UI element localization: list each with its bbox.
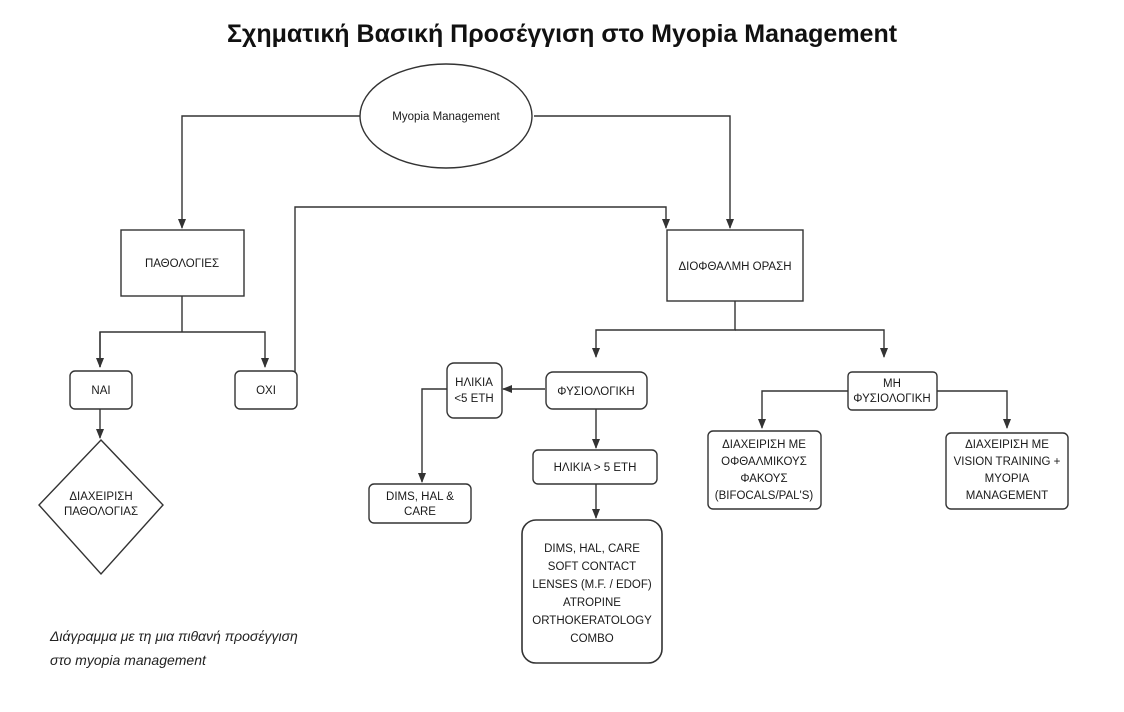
node-refractive: ΔΙΟΦΘΑΛΜΗ ΟΡΑΣΗ xyxy=(666,229,804,302)
svg-text:CARE: CARE xyxy=(404,506,436,518)
svg-text:ΟΦΘΑΛΜΙΚΟΥΣ: ΟΦΘΑΛΜΙΚΟΥΣ xyxy=(721,456,807,468)
svg-text:COMBO: COMBO xyxy=(570,633,614,645)
node-yes: ΝΑΙ xyxy=(69,370,133,410)
node-root-label: Myopia Management xyxy=(392,111,500,123)
node-ophthalmic-lenses: ΔΙΑΧΕΙΡΙΣΗ ΜΕ ΟΦΘΑΛΜΙΚΟΥΣ ΦΑΚΟΥΣ (BIFOCA… xyxy=(707,430,822,510)
svg-text:ΠΑΘΟΛΟΓΙΑΣ: ΠΑΘΟΛΟΓΙΑΣ xyxy=(64,506,138,518)
svg-text:(BIFOCALS/PAL'S): (BIFOCALS/PAL'S) xyxy=(715,490,814,502)
node-dims-over5: DIMS, HAL, CARE SOFT CONTACT LENSES (M.F… xyxy=(521,519,663,664)
svg-text:ATROPINE: ATROPINE xyxy=(563,597,621,609)
svg-text:LENSES (M.F. / EDOF): LENSES (M.F. / EDOF) xyxy=(532,579,652,591)
figure-caption: Διάγραμμα με τη μια πιθανή προσέγγιση στ… xyxy=(50,624,380,672)
svg-text:ΜΗ: ΜΗ xyxy=(883,378,901,390)
svg-text:ΟΧΙ: ΟΧΙ xyxy=(256,385,276,397)
edge-under5-dims xyxy=(418,388,447,483)
svg-text:MYOPIA: MYOPIA xyxy=(985,473,1030,485)
node-age-over5: ΗΛΙΚΙΑ > 5 ΕΤΗ xyxy=(532,449,658,485)
node-root: Myopia Management xyxy=(359,63,533,169)
svg-text:ΔΙΑΧΕΙΡΙΣΗ: ΔΙΑΧΕΙΡΙΣΗ xyxy=(69,491,132,503)
svg-text:ΔΙΑΧΕΙΡΙΣΗ ΜΕ: ΔΙΑΧΕΙΡΙΣΗ ΜΕ xyxy=(965,439,1049,451)
caption-line-2: στο myopia management xyxy=(50,652,206,668)
svg-text:VISION TRAINING +: VISION TRAINING + xyxy=(954,456,1061,468)
svg-text:<5 ΕΤΗ: <5 ΕΤΗ xyxy=(454,393,493,405)
svg-text:ΦΥΣΙΟΛΟΓΙΚΗ: ΦΥΣΙΟΛΟΓΙΚΗ xyxy=(557,386,634,398)
svg-text:ΗΛΙΚΙΑ > 5 ΕΤΗ: ΗΛΙΚΙΑ > 5 ΕΤΗ xyxy=(554,462,637,474)
caption-line-1: Διάγραμμα με τη μια πιθανή προσέγγιση xyxy=(50,628,298,644)
node-dims-under5: DIMS, HAL & CARE xyxy=(368,483,472,524)
node-non-physiological: ΜΗ ΦΥΣΙΟΛΟΓΙΚΗ xyxy=(847,371,938,411)
svg-text:ΦΥΣΙΟΛΟΓΙΚΗ: ΦΥΣΙΟΛΟΓΙΚΗ xyxy=(853,393,930,405)
svg-text:ΔΙΟΦΘΑΛΜΗ ΟΡΑΣΗ: ΔΙΟΦΘΑΛΜΗ ΟΡΑΣΗ xyxy=(678,261,791,273)
svg-text:ORTHOKERATOLOGY: ORTHOKERATOLOGY xyxy=(532,615,652,627)
svg-text:ΦΑΚΟΥΣ: ΦΑΚΟΥΣ xyxy=(740,473,787,485)
node-no: ΟΧΙ xyxy=(234,370,298,410)
edge-no-refractive xyxy=(294,206,670,373)
edge-nonphysio-split xyxy=(758,390,848,429)
svg-text:ΔΙΑΧΕΙΡΙΣΗ ΜΕ: ΔΙΑΧΕΙΡΙΣΗ ΜΕ xyxy=(722,439,806,451)
svg-text:ΠΑΘΟΛΟΓΙΕΣ: ΠΑΘΟΛΟΓΙΕΣ xyxy=(145,258,219,270)
node-age-under5: ΗΛΙΚΙΑ <5 ΕΤΗ xyxy=(446,362,503,419)
node-physiological: ΦΥΣΙΟΛΟΓΙΚΗ xyxy=(545,371,648,410)
edge-root-pathologies xyxy=(178,115,360,229)
edge-root-refractive xyxy=(534,115,734,229)
svg-text:ΝΑΙ: ΝΑΙ xyxy=(91,385,110,397)
svg-text:DIMS, HAL, CARE: DIMS, HAL, CARE xyxy=(544,543,640,555)
edge-refractive-split xyxy=(592,301,736,358)
edge-pathologies-split xyxy=(99,295,265,367)
page-title: Σχηματική Βασική Προσέγγιση στο Myopia M… xyxy=(226,20,898,48)
svg-text:SOFT CONTACT: SOFT CONTACT xyxy=(548,561,636,573)
node-vision-training: ΔΙΑΧΕΙΡΙΣΗ ΜΕ VISION TRAINING + MYOPIA M… xyxy=(945,432,1069,510)
node-pathology-management: ΔΙΑΧΕΙΡΙΣΗ ΠΑΘΟΛΟΓΙΑΣ xyxy=(38,438,164,576)
svg-text:DIMS, HAL &: DIMS, HAL & xyxy=(386,491,454,503)
svg-text:ΗΛΙΚΙΑ: ΗΛΙΚΙΑ xyxy=(455,377,493,389)
node-pathologies: ΠΑΘΟΛΟΓΙΕΣ xyxy=(120,229,245,297)
svg-text:MANAGEMENT: MANAGEMENT xyxy=(966,490,1048,502)
